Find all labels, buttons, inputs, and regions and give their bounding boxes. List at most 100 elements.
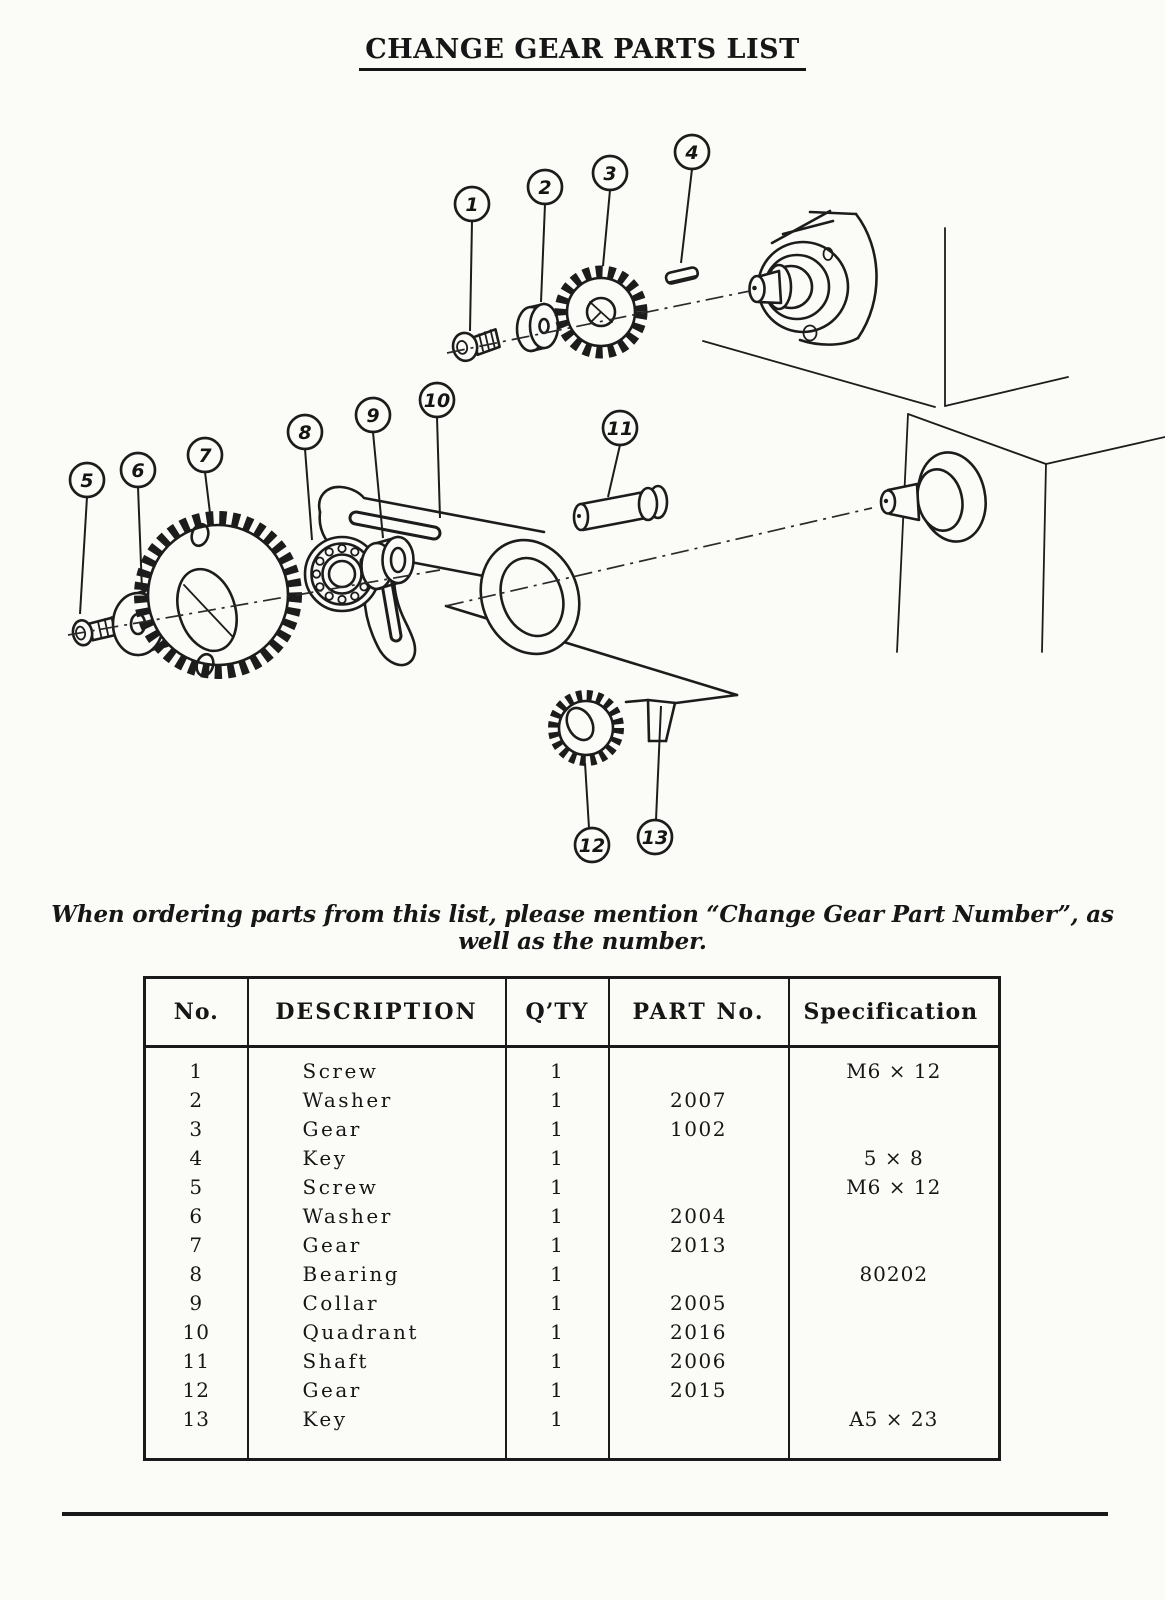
cell-qty: 1 [504, 1202, 609, 1231]
header-qty: Q’TY [504, 977, 609, 1048]
svg-text:5: 5 [80, 470, 93, 492]
machine-body-edges [702, 227, 1165, 653]
centerline-main-right [445, 507, 873, 607]
cell-description: Quadrant [246, 1318, 506, 1347]
cell-no: 5 [189, 1175, 204, 1199]
gear-housing-drawing [748, 209, 878, 346]
cell-qty: 1 [504, 1289, 609, 1318]
cell-qty: 1 [504, 1115, 609, 1144]
cell-part-no: 2013 [607, 1231, 789, 1260]
cell-qty: 1 [504, 1173, 609, 1202]
cell-part-no: 2016 [607, 1318, 789, 1347]
callout-4: 4 [673, 133, 711, 264]
cell-specification [787, 1376, 1000, 1405]
cell-part-no [607, 1144, 789, 1173]
cell-specification: M6 × 12 [787, 1173, 1000, 1202]
table-spacer-row [145, 1434, 1000, 1460]
cell-description: Screw [246, 1046, 506, 1086]
cell-description: Gear [246, 1115, 506, 1144]
table-row: 12 Gear 1 2015 [145, 1376, 1000, 1405]
cell-description: Shaft [246, 1347, 506, 1376]
cell-specification [787, 1289, 1000, 1318]
page-title: CHANGE GEAR PARTS LIST [0, 34, 1165, 71]
svg-text:3: 3 [603, 163, 616, 185]
cell-part-no: 2005 [607, 1289, 789, 1318]
screw-1-drawing [451, 328, 501, 363]
cell-qty: 1 [504, 1231, 609, 1260]
table-row: 1 Screw 1 M6 × 12 [145, 1046, 1000, 1086]
header-description: DESCRIPTION [246, 977, 506, 1048]
header-specification: Specification [787, 977, 1000, 1048]
quadrant-10-drawing [317, 485, 581, 667]
cell-no: 4 [189, 1146, 204, 1170]
cell-no: 7 [189, 1233, 204, 1257]
table-row: 11 Shaft 1 2006 [145, 1347, 1000, 1376]
cell-part-no [607, 1260, 789, 1289]
cell-description: Key [246, 1144, 506, 1173]
cell-description: Gear [246, 1376, 506, 1405]
centerline-top [446, 290, 751, 354]
cell-description: Bearing [246, 1260, 506, 1289]
cell-no: 10 [182, 1320, 210, 1344]
gear-12-drawing [548, 690, 624, 766]
callout-6: 6 [119, 451, 157, 591]
cell-part-no [607, 1173, 789, 1202]
cell-no: 1 [189, 1059, 204, 1083]
cell-description: Washer [246, 1086, 506, 1115]
callout-7: 7 [186, 436, 224, 514]
wall-boss-drawing [879, 451, 987, 543]
table-row: 5 Screw 1 M6 × 12 [145, 1173, 1000, 1202]
cell-no: 9 [189, 1291, 204, 1315]
cell-no: 11 [182, 1349, 210, 1373]
callouts: 1 2 3 4 5 [68, 133, 711, 864]
table-header-row: No. DESCRIPTION Q’TY PART No. Specificat… [144, 977, 1000, 1048]
washer-2-drawing [515, 302, 560, 353]
cell-part-no: 2006 [607, 1347, 789, 1376]
centerlines [67, 290, 873, 636]
cell-description: Key [246, 1405, 506, 1434]
table-row: 8 Bearing 1 80202 [145, 1260, 1000, 1289]
gear-3-drawing [554, 265, 648, 359]
cell-specification [787, 1115, 1000, 1144]
header-no: No. [144, 977, 248, 1048]
svg-text:8: 8 [298, 422, 311, 444]
callout-2: 2 [526, 168, 564, 303]
cell-no: 12 [182, 1378, 210, 1402]
cell-qty: 1 [504, 1318, 609, 1347]
cell-description: Washer [246, 1202, 506, 1231]
svg-text:2: 2 [538, 177, 551, 199]
cell-part-no: 1002 [607, 1115, 789, 1144]
cell-no: 3 [189, 1117, 204, 1141]
cell-specification [787, 1318, 1000, 1347]
callout-10: 10 [418, 381, 456, 519]
svg-text:10: 10 [424, 390, 450, 412]
svg-text:11: 11 [607, 418, 633, 440]
cell-no: 13 [182, 1407, 210, 1431]
cell-qty: 1 [504, 1347, 609, 1376]
table-row: 4 Key 1 5 × 8 [145, 1144, 1000, 1173]
table-row: 7 Gear 1 2013 [145, 1231, 1000, 1260]
cell-specification: 5 × 8 [787, 1144, 1000, 1173]
collar-9-drawing [360, 535, 415, 591]
cell-part-no: 2015 [607, 1376, 789, 1405]
cell-qty: 1 [504, 1046, 609, 1086]
cell-specification [787, 1202, 1000, 1231]
table-row: 6 Washer 1 2004 [145, 1202, 1000, 1231]
cell-specification: M6 × 12 [787, 1046, 1000, 1086]
cell-specification [787, 1347, 1000, 1376]
callout-3: 3 [591, 154, 629, 267]
page-title-text: CHANGE GEAR PARTS LIST [359, 34, 806, 71]
table-row: 9 Collar 1 2005 [145, 1289, 1000, 1318]
cell-description: Collar [246, 1289, 506, 1318]
callout-12: 12 [573, 762, 611, 864]
cell-qty: 1 [504, 1260, 609, 1289]
cell-qty: 1 [504, 1376, 609, 1405]
cell-specification: A5 × 23 [787, 1405, 1000, 1434]
cell-part-no: 2004 [607, 1202, 789, 1231]
table-row: 3 Gear 1 1002 [145, 1115, 1000, 1144]
shaft-11-drawing [572, 484, 669, 532]
svg-text:4: 4 [684, 142, 698, 164]
table-row: 2 Washer 1 2007 [145, 1086, 1000, 1115]
cell-specification [787, 1086, 1000, 1115]
